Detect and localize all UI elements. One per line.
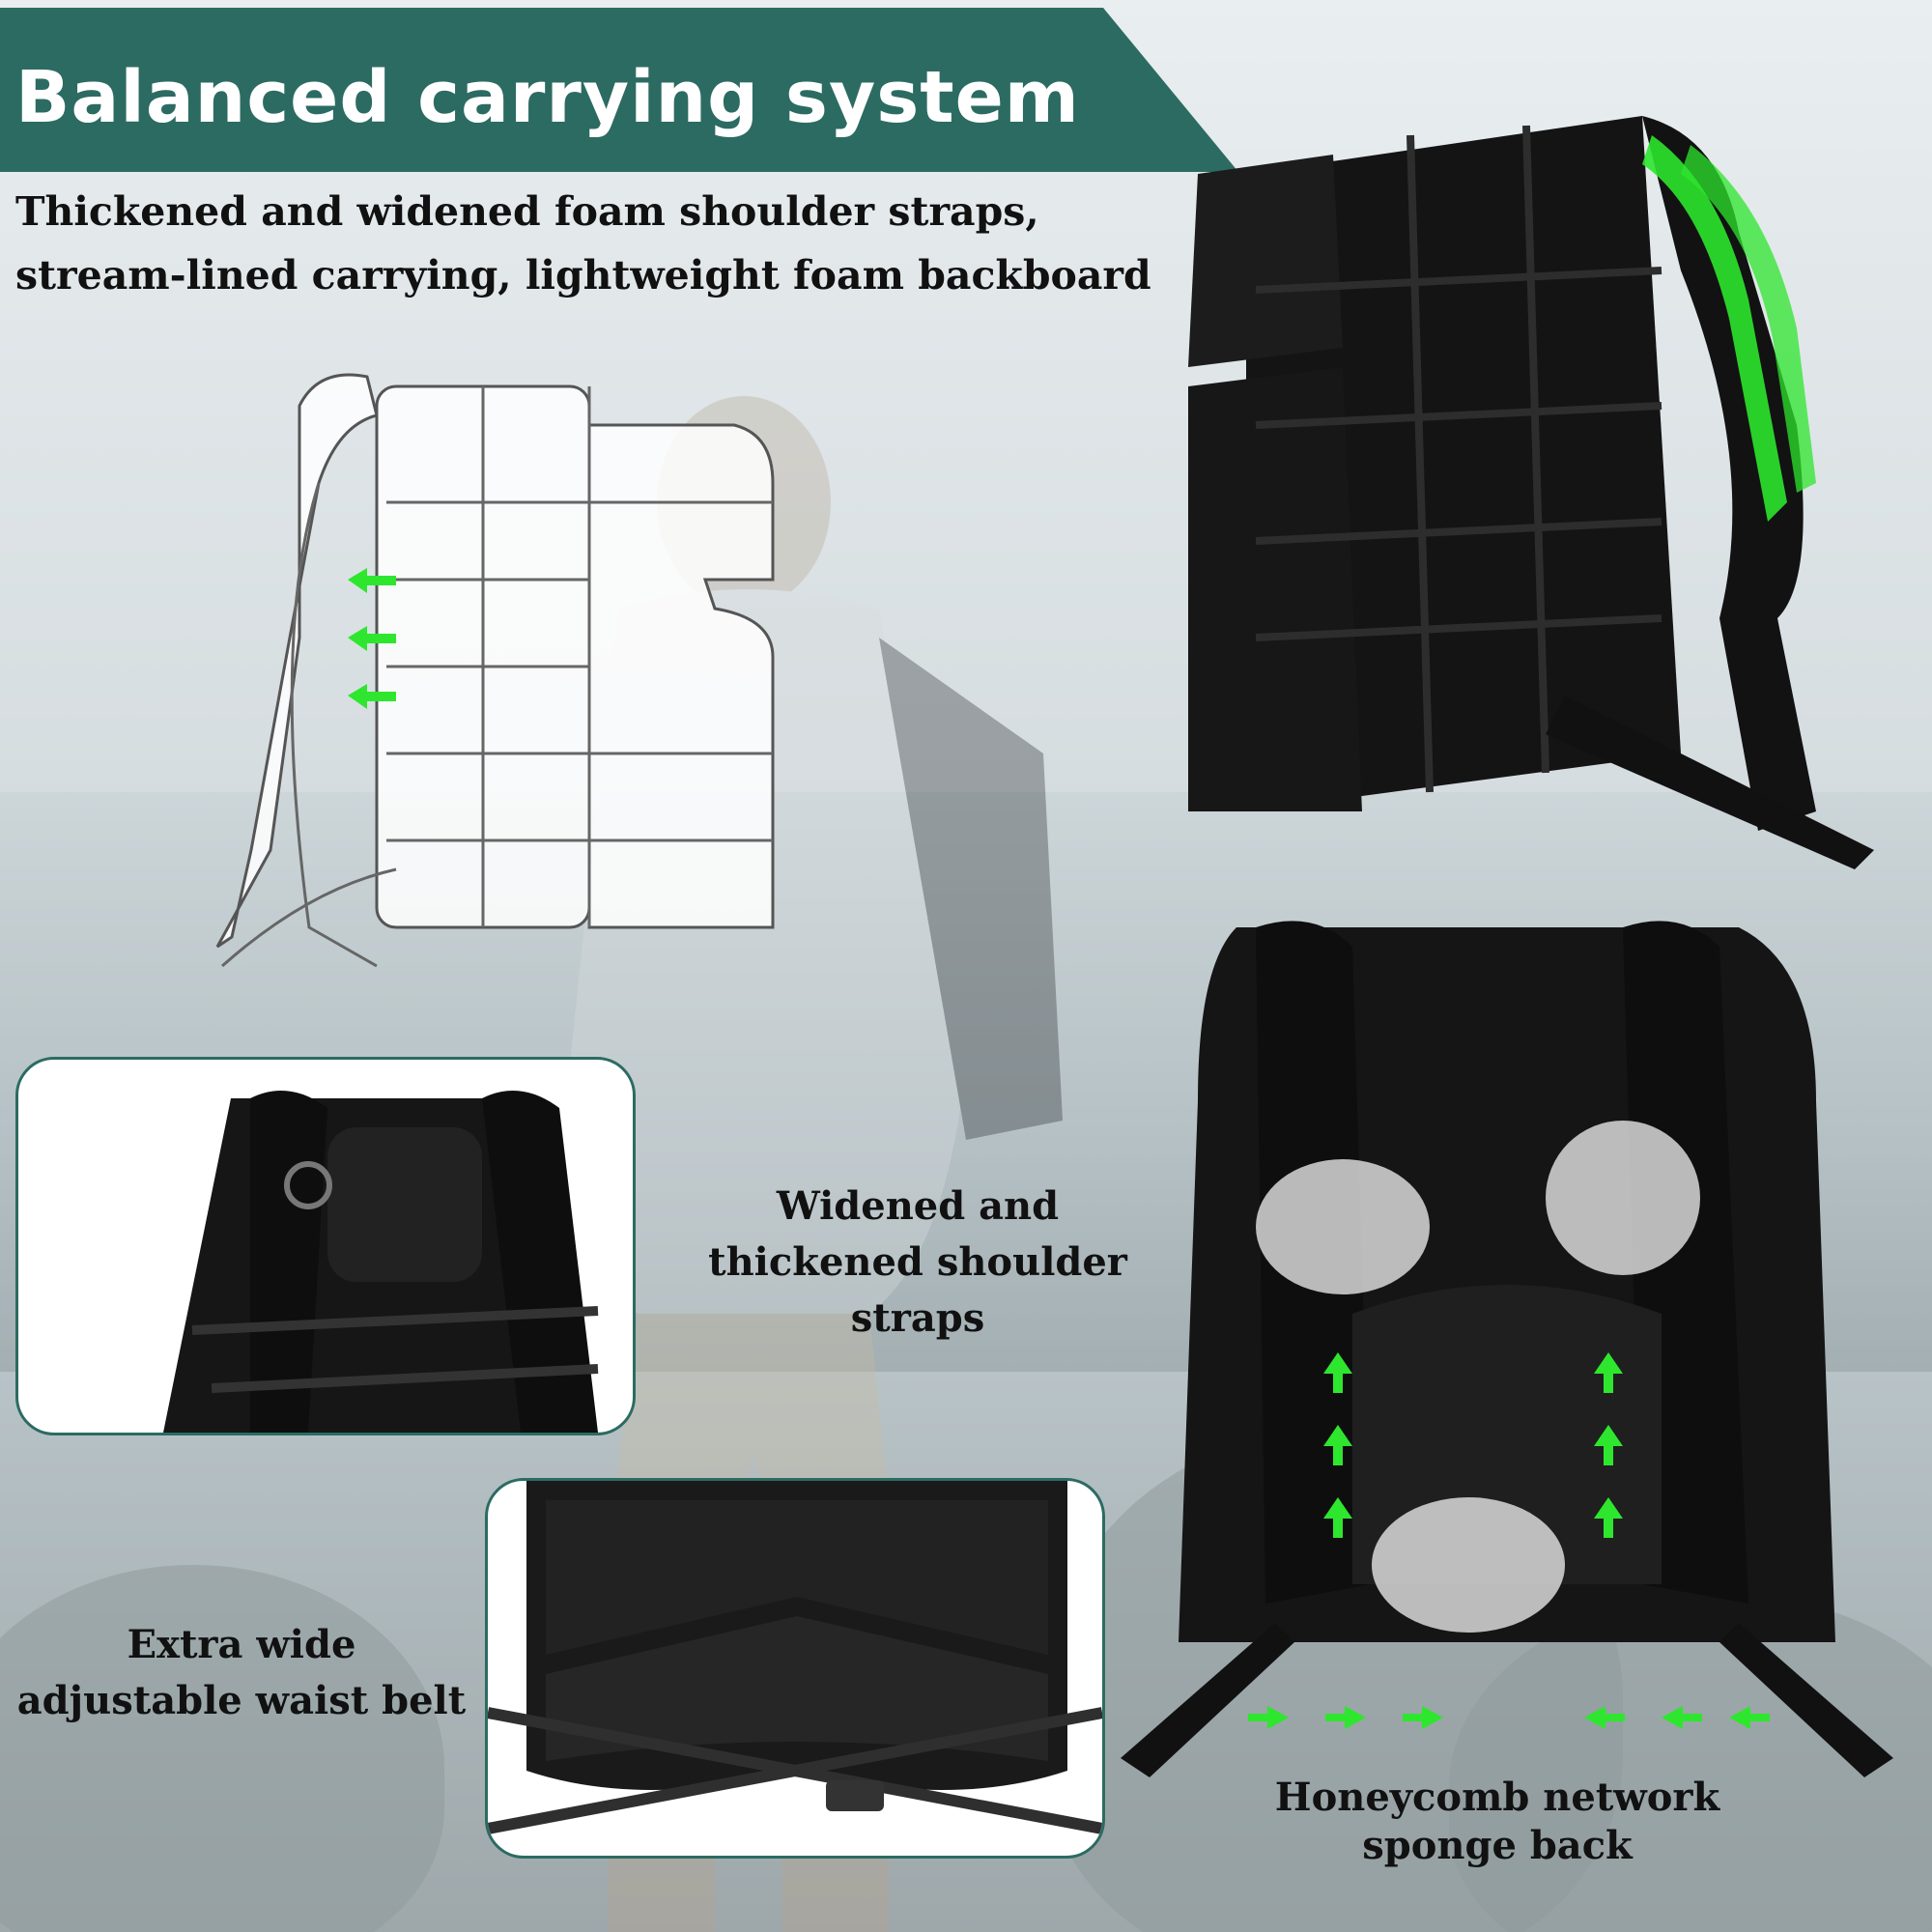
black-backpack-side-view [1179, 77, 1893, 869]
banner-shape [0, 8, 1238, 172]
inset-waist-belt [485, 1478, 1105, 1859]
black-backpack-back-view [1121, 908, 1893, 1777]
label-shoulder-straps: Widened and thickened shoulder straps [708, 1183, 1127, 1341]
sketch-backpack-side-view [213, 348, 792, 995]
page-title: Balanced carrying system [15, 56, 1080, 139]
label-waist-belt: Extra wide adjustable waist belt [16, 1622, 467, 1723]
label-back-panel: Honeycomb network sponge back [1274, 1775, 1720, 1868]
rock [0, 1565, 444, 1932]
airflow-arrows [1248, 1352, 1770, 1729]
subtitle: Thickened and widened foam shoulder stra… [15, 188, 1151, 298]
inset-shoulder-straps [15, 1057, 636, 1435]
header-banner: Balanced carrying system [0, 8, 1241, 172]
